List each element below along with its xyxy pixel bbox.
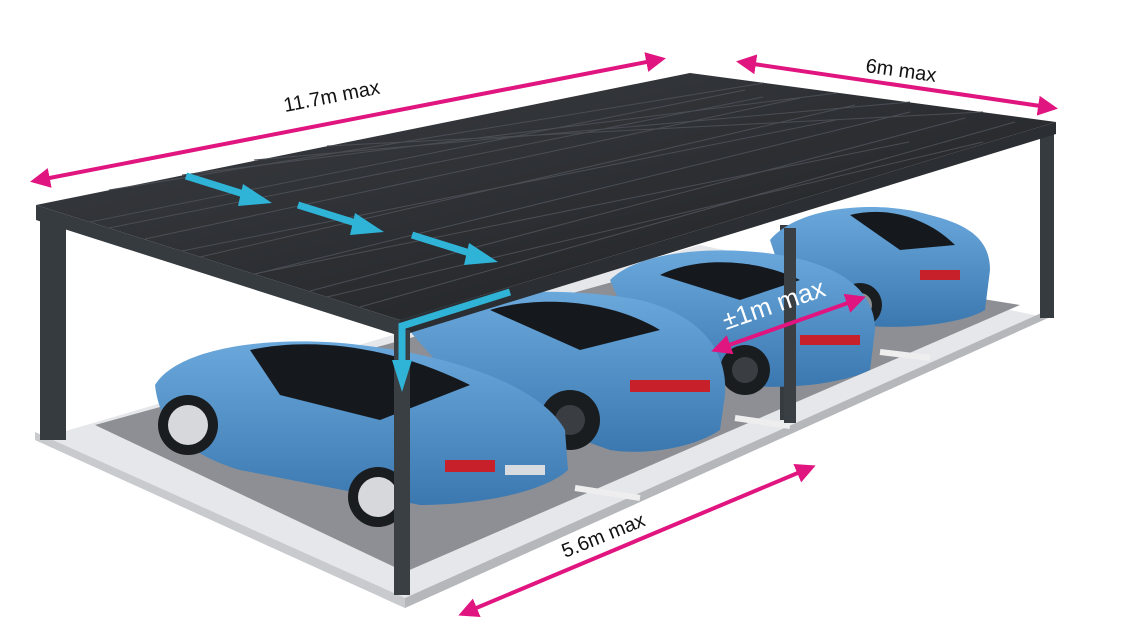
clearance-dimension-arrow (458, 463, 816, 618)
parking-line (879, 349, 931, 361)
parking-line (734, 415, 791, 429)
car-middle (400, 291, 726, 452)
flow-arrow-icon (296, 201, 384, 235)
solar-roof (36, 73, 1056, 336)
length-label: 11.7m max (282, 77, 382, 117)
flow-arrow-icon (410, 231, 498, 265)
length-dimension-arrow (30, 52, 666, 188)
downpipe-arrow-icon (392, 288, 512, 392)
water-flow-arrows (184, 172, 512, 392)
dimension-annotations (30, 52, 1058, 618)
height-adjust-dimension-arrow (711, 293, 866, 355)
width-dimension-arrow (736, 54, 1058, 116)
